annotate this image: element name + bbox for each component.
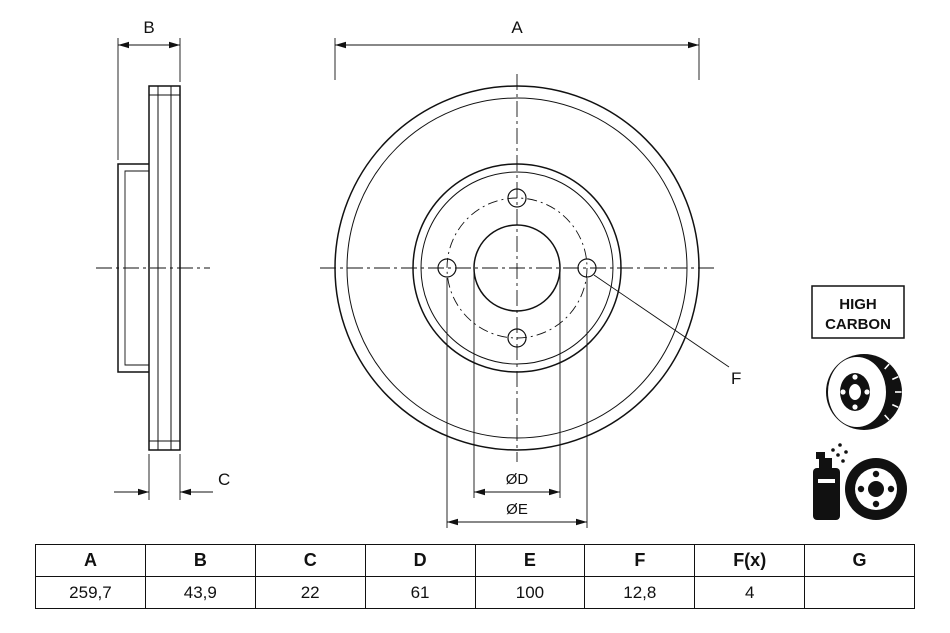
dim-d-label: ØD <box>506 471 529 488</box>
dim-e-label: ØE <box>506 501 528 518</box>
dim-c-label: C <box>218 470 230 489</box>
table-header-fx: F(x) <box>694 544 806 577</box>
brake-disc-icon <box>826 354 902 430</box>
side-view <box>96 85 210 451</box>
brake-disc-icon-vents <box>884 363 902 421</box>
dim-d-arrow-left <box>474 488 485 496</box>
coating-spray-icon <box>813 443 907 520</box>
dimension-e: ØE <box>446 278 588 528</box>
dim-c-arrow-right <box>180 488 191 496</box>
coating-spray-icon-mist <box>831 443 848 463</box>
front-view <box>320 74 714 462</box>
table-header-c: C <box>254 544 366 577</box>
dimension-table-head: A B C D E F F(x) G <box>35 544 915 577</box>
dim-a-arrow-right <box>688 41 699 49</box>
dimension-d: ØD <box>473 272 561 498</box>
table-header-a: A <box>35 544 146 577</box>
dim-a-arrow-left <box>335 41 346 49</box>
dimension-b: B <box>117 18 181 160</box>
table-value-f: 12,8 <box>584 576 696 609</box>
high-carbon-badge-box <box>811 285 905 339</box>
high-carbon-badge: HIGH CARBON <box>811 285 905 339</box>
dim-b-arrow-right <box>169 41 180 49</box>
table-value-b: 43,9 <box>144 576 256 609</box>
high-carbon-badge-line1: HIGH <box>839 296 877 313</box>
table-header-f: F <box>584 544 696 577</box>
table-header-b: B <box>144 544 256 577</box>
brake-disc-drawing: B C <box>96 18 907 528</box>
table-value-g <box>804 576 915 609</box>
dim-f-leader <box>593 274 730 368</box>
dim-e-arrow-right <box>576 518 587 526</box>
table-value-a: 259,7 <box>35 576 146 609</box>
dim-c-arrow-left <box>138 488 149 496</box>
dim-f-label: F <box>731 369 741 388</box>
table-value-row: 259,7 43,9 22 61 100 12,8 4 <box>35 576 915 609</box>
dim-a-label: A <box>511 18 523 37</box>
table-value-c: 22 <box>254 576 366 609</box>
high-carbon-badge-line2: CARBON <box>825 316 891 333</box>
dim-b-arrow-left <box>118 41 129 49</box>
dimension-a: A <box>334 18 700 80</box>
table-header-d: D <box>364 544 476 577</box>
table-header-e: E <box>474 544 586 577</box>
table-value-d: 61 <box>364 576 476 609</box>
dimension-table-body: 259,7 43,9 22 61 100 12,8 4 <box>35 576 915 609</box>
table-value-e: 100 <box>474 576 586 609</box>
dim-e-arrow-left <box>447 518 458 526</box>
dimension-table: A B C D E F F(x) G 259,7 43,9 22 61 100 … <box>35 544 915 609</box>
dimension-c: C <box>114 454 230 500</box>
table-value-fx: 4 <box>694 576 806 609</box>
dimension-f: F <box>593 274 741 388</box>
table-header-row: A B C D E F F(x) G <box>35 544 915 577</box>
dim-d-arrow-right <box>549 488 560 496</box>
table-header-g: G <box>804 544 915 577</box>
dim-b-label: B <box>143 18 154 37</box>
